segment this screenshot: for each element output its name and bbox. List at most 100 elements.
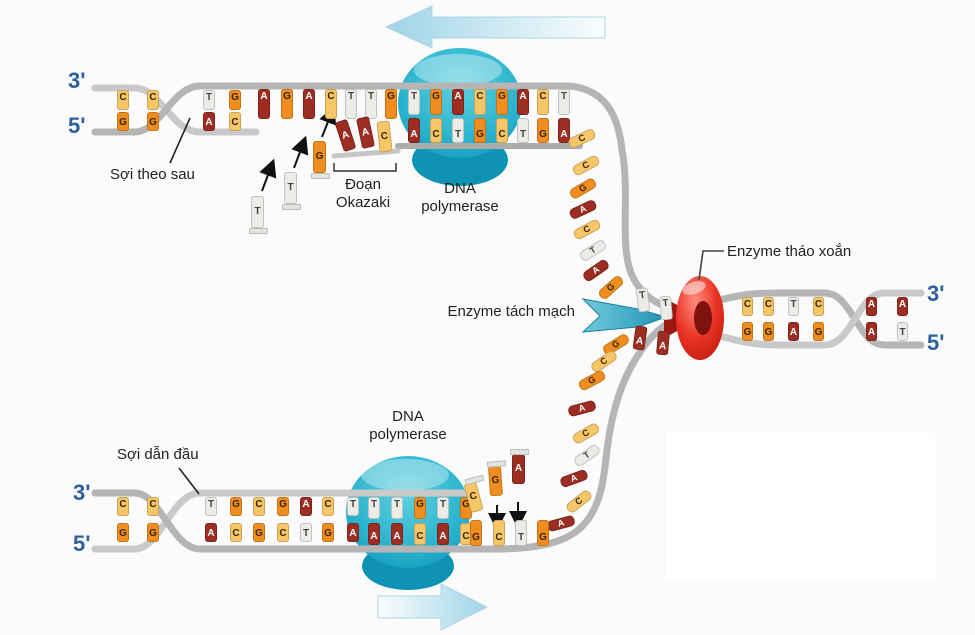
- base-pair-bottom-A: A: [205, 523, 217, 542]
- base-pair-top-G: G: [430, 89, 442, 115]
- free-nucleotide-G: G: [313, 141, 326, 173]
- base-pair-bottom-A: A: [408, 118, 420, 143]
- base-pair-bottom-G: G: [322, 523, 334, 542]
- template-base-G: G: [470, 520, 482, 546]
- prime-label: 3': [73, 480, 91, 505]
- base-pair-bottom-G: G: [763, 322, 774, 341]
- dna-polymerase-bottom-label: DNA polymerase: [348, 408, 468, 444]
- base-pair-top-C: C: [742, 297, 753, 316]
- base-pair-bottom-G: G: [147, 523, 159, 542]
- base-pair-bottom-G: G: [742, 322, 753, 341]
- base-pair-top-A: A: [517, 89, 529, 115]
- base-pair-top-T: T: [437, 497, 449, 519]
- direction-arrow-left: [384, 5, 606, 49]
- base-pair-bottom-A: A: [437, 523, 449, 545]
- base-pair-bottom-A: A: [203, 112, 215, 131]
- free-nucleotide-T: T: [284, 172, 297, 204]
- base-pair-top-A: A: [866, 297, 877, 316]
- base-pair-top-C: C: [322, 497, 334, 516]
- base-pair-top-T: T: [205, 497, 217, 516]
- unwinding-enzyme-label: Enzyme tháo xoắn: [727, 243, 852, 260]
- template-base-A: A: [258, 89, 270, 119]
- dna-label-line1: DNA: [392, 408, 424, 425]
- base-pair-bottom-G: G: [117, 112, 129, 131]
- base-pair-bottom-A: A: [368, 523, 380, 545]
- base-pair-bottom-C: C: [229, 112, 241, 131]
- template-base-G: G: [537, 520, 549, 546]
- base-pair-top-C: C: [147, 497, 159, 516]
- nucleotide-plate: [282, 204, 301, 210]
- dna-label-line2: polymerase: [421, 198, 499, 215]
- template-base-C: C: [325, 89, 337, 119]
- unwinding-label-line: [698, 250, 724, 281]
- leading-strand-label: Sợi dẫn đầu: [117, 446, 199, 463]
- base-pair-bottom-T: T: [452, 118, 464, 143]
- prime-label: 5': [73, 531, 91, 556]
- base-pair-top-G: G: [277, 497, 289, 516]
- base-pair-bottom-T: T: [300, 523, 312, 542]
- base-pair-bottom-C: C: [430, 118, 442, 143]
- leading-label-line: [178, 467, 200, 495]
- direction-arrow-right: [377, 583, 489, 631]
- free-nucleotide-T: T: [251, 196, 264, 228]
- base-pair-bottom-C: C: [277, 523, 289, 542]
- base-pair-top-G: G: [229, 90, 241, 110]
- base-pair-bottom-G: G: [147, 112, 159, 131]
- prime-label: 5': [927, 330, 945, 355]
- base-pair-top-T: T: [347, 497, 359, 516]
- base-pair-top-C: C: [537, 89, 549, 115]
- prime-label: 5': [68, 113, 86, 138]
- okazaki-bracket: [333, 163, 397, 172]
- base-pair-top-G: G: [414, 497, 426, 519]
- base-pair-top-C: C: [813, 297, 824, 316]
- prime-label: 3': [68, 68, 86, 93]
- base-pair-top-A: A: [300, 497, 312, 516]
- base-pair-top-G: G: [496, 89, 508, 115]
- base-pair-bottom-G: G: [813, 322, 824, 341]
- base-pair-top-G: G: [230, 497, 242, 516]
- template-base-A: A: [303, 89, 315, 119]
- base-pair-bottom-G: G: [253, 523, 265, 542]
- nucleotide-plate: [311, 173, 330, 179]
- separator-enzyme-label: Enzyme tách mạch: [447, 303, 575, 320]
- base-pair-top-T: T: [558, 89, 570, 115]
- prime-label: 3': [927, 281, 945, 306]
- base-pair-top-C: C: [763, 297, 774, 316]
- template-base-G: G: [281, 89, 293, 119]
- base-pair-top-T: T: [203, 90, 215, 110]
- white-panel: [666, 433, 935, 580]
- lagging-strand-label: Sợi theo sau: [110, 166, 195, 183]
- okazaki-label-line2: Okazaki: [335, 194, 391, 211]
- base-pair-bottom-A: A: [391, 523, 403, 545]
- okazaki-label: Đoạn Okazaki: [322, 176, 404, 212]
- base-pair-top-T: T: [391, 497, 403, 519]
- template-base-T: T: [515, 520, 527, 546]
- unwinding-enzyme-donut: [664, 276, 724, 360]
- base-pair-top-C: C: [117, 90, 129, 110]
- nucleotide-plate: [249, 228, 268, 234]
- base-pair-bottom-C: C: [496, 118, 508, 143]
- dna-polymerase-top-label: DNA polymerase: [400, 180, 520, 216]
- base-pair-bottom-C: C: [414, 523, 426, 545]
- base-pair-bottom-G: G: [117, 523, 129, 542]
- lagging-label-line: [169, 117, 191, 164]
- okazaki-label-line1: Đoạn: [345, 176, 381, 193]
- template-base-T: T: [365, 89, 377, 119]
- base-pair-top-C: C: [253, 497, 265, 516]
- base-pair-top-A: A: [897, 297, 908, 316]
- base-pair-bottom-G: G: [474, 118, 486, 143]
- base-pair-top-C: C: [117, 497, 129, 516]
- base-pair-top-T: T: [408, 89, 420, 115]
- base-pair-bottom-A: A: [558, 118, 570, 143]
- template-base-T: T: [345, 89, 357, 119]
- base-pair-bottom-A: A: [347, 523, 359, 542]
- base-pair-bottom-C: C: [230, 523, 242, 542]
- base-pair-bottom-T: T: [517, 118, 529, 143]
- dna-label-line2: polymerase: [369, 426, 447, 443]
- lagging-template-strand: [91, 82, 686, 317]
- base-pair-bottom-A: A: [866, 322, 877, 341]
- nucleotide-plate: [510, 449, 529, 455]
- base-pair-top-C: C: [147, 90, 159, 110]
